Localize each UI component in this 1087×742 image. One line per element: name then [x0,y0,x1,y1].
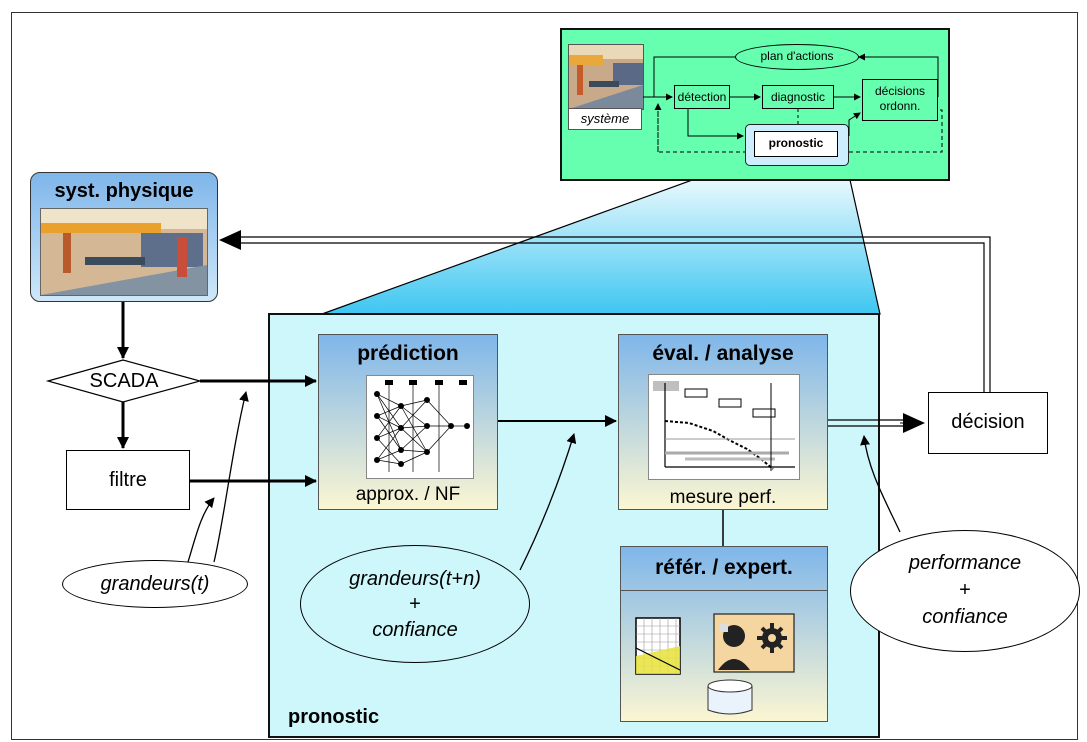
grandeurs-tn-line3: confiance [372,619,458,641]
grandeurs-t-ellipse [62,560,248,608]
syst-physique-title: syst. physique [54,180,194,202]
performance-curve-icon [653,381,795,471]
performance-line3: confiance [922,606,1008,628]
decisions-label: décisions [874,84,926,98]
grandeurs-tn-line2: + [409,593,421,615]
filtre-box [66,450,190,510]
curve-grandeurs-t-1 [187,497,215,563]
expert-icon [713,613,795,673]
grandeurs-t-label: grandeurs(t) [100,573,210,595]
evaluation-subtitle: mesure perf. [669,487,777,508]
grandeurs-tn-line1: grandeurs(t+n) [349,568,481,590]
filtre-label: filtre [109,469,147,491]
performance-chart-image [648,374,800,480]
systeme-label-box [568,108,642,130]
evaluation-title: éval. / analyse [652,342,794,365]
decisions-box [862,79,938,121]
data-grid-icon [635,617,681,675]
reference-title: référ. / expert. [655,556,793,579]
detection-label: détection [677,90,727,104]
systeme-photo [568,44,644,110]
prediction-title: prédiction [357,342,459,365]
prediction-subtitle: approx. / NF [355,484,461,505]
detection-box [674,85,730,109]
diagnostic-label: diagnostic [770,90,826,104]
reference-divider [620,590,828,591]
decision-label: décision [951,411,1025,433]
performance-line1: performance [908,552,1022,574]
curve-grandeurs-tn [519,433,577,571]
overview-pronostic-inner [754,131,838,157]
ordonn-label: ordonn. [879,99,921,113]
arrow-decision-physique [236,242,985,392]
decision-box [928,392,1048,454]
neural-network-icon [374,380,470,472]
figure-frame [11,12,1078,740]
plan-actions-label: plan d'actions [760,49,834,63]
plan-actions-ellipse [735,44,859,70]
systeme-label: système [580,111,630,126]
syst-physique-photo [40,208,208,296]
performance-line2: + [959,579,971,601]
curve-grandeurs-t-2 [213,391,249,563]
diagnostic-box [762,85,834,109]
scada-label: SCADA [89,370,159,392]
performance-ellipse [850,530,1080,652]
grandeurs-tn-ellipse [300,545,530,663]
overview-pronostic-label: pronostic [768,136,824,150]
pronostic-panel-label: pronostic [288,706,380,728]
neural-network-image [366,375,474,479]
curve-performance [860,435,901,533]
expert-illustration [635,613,795,715]
database-icon [707,679,753,715]
